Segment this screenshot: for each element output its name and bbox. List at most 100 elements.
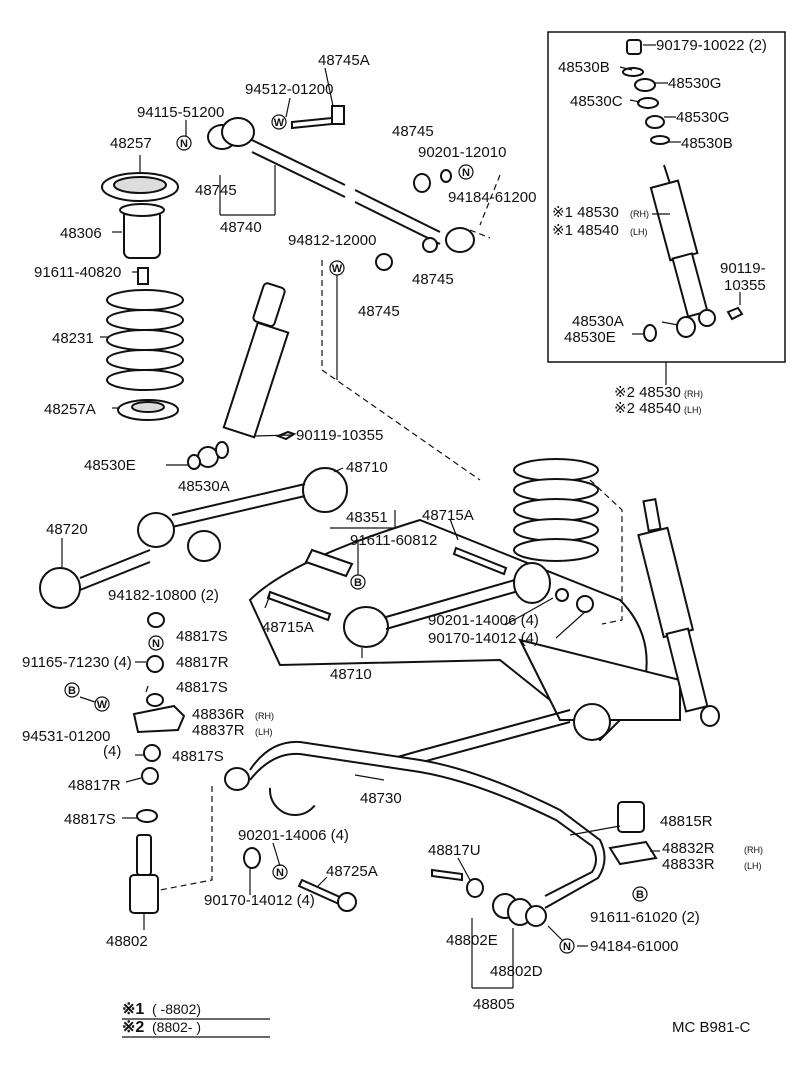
label-48817s-1: 48817S xyxy=(176,628,228,645)
label-48836r: 48836R xyxy=(192,706,245,723)
label-48802e: 48802E xyxy=(446,932,498,949)
label-90201-12010: 90201-12010 xyxy=(418,144,506,161)
w-mark-1: W xyxy=(274,117,285,129)
label-48530g-upper: 48530G xyxy=(668,75,721,92)
w-mark-2: W xyxy=(332,263,343,275)
n-mark-5: N xyxy=(563,941,571,953)
spring-stack xyxy=(101,172,184,421)
suffix-rh: (RH) xyxy=(630,209,649,219)
lower-control-arm-upper xyxy=(137,467,348,562)
label-48745-left: 48745 xyxy=(195,182,237,199)
main-labels: 48745A 94512-01200 94115-51200 48257 487… xyxy=(22,52,763,1013)
main-leaders xyxy=(61,67,660,989)
stabilizer-bar xyxy=(249,740,606,909)
label-48745a: 48745A xyxy=(318,52,370,69)
label-90170-14012-low: 90170-14012 (4) xyxy=(204,892,315,909)
label-48715a-left: 48715A xyxy=(262,619,314,636)
label-48530g-lower: 48530G xyxy=(676,109,729,126)
label-94184-61000: 94184-61000 xyxy=(590,938,678,955)
label-48231: 48231 xyxy=(52,330,94,347)
dashed-guide-lines xyxy=(159,174,623,891)
label-90170-14012-mid: 90170-14012 (4) xyxy=(428,630,539,647)
suffix-rh-2: (RH) xyxy=(684,389,703,399)
label-94812-12000: 94812-12000 xyxy=(288,232,376,249)
label-94182-10800: 94182-10800 (2) xyxy=(108,587,219,604)
b-mark-2: B xyxy=(68,685,76,697)
label-48805: 48805 xyxy=(473,996,515,1013)
label-90179-10022: 90179-10022 (2) xyxy=(656,37,767,54)
label-94115-51200: 94115-51200 xyxy=(137,104,224,121)
w-mark-3: W xyxy=(97,699,108,711)
label-48257: 48257 xyxy=(110,135,152,152)
label-48530e-inset: 48530E xyxy=(564,329,616,346)
stabilizer-link xyxy=(129,612,186,914)
label-48530e: 48530E xyxy=(84,457,136,474)
coil-spring-left xyxy=(106,289,184,391)
label-48802d: 48802D xyxy=(490,963,543,980)
n-mark-3: N xyxy=(152,638,160,650)
shock-absorber-right xyxy=(637,498,720,727)
note-1-mark: ※1 xyxy=(122,1001,144,1018)
label-91611-61020: 91611-61020 (2) xyxy=(590,909,700,926)
inset-labels: 90179-10022 (2) 48530B 48530G 48530C 485… xyxy=(552,37,767,346)
footnotes: ※1 ( -8802) ※2 (8802- ) xyxy=(122,1001,270,1038)
label-48745-mid: 48745 xyxy=(412,271,454,288)
label-48530c: 48530C xyxy=(570,93,623,110)
label-48530-rh-inset: ※1 48530 xyxy=(552,204,619,221)
label-48817s-4: 48817S xyxy=(64,811,116,828)
label-48802: 48802 xyxy=(106,933,148,950)
label-90201-14006-mid: 90201-14006 (4) xyxy=(428,612,539,629)
lower-control-arm-lower xyxy=(266,546,551,648)
label-10355-inset: 10355 xyxy=(724,277,766,294)
label-48745-low: 48745 xyxy=(358,303,400,320)
label-48817s-3: 48817S xyxy=(172,748,224,765)
label-48530b-lower: 48530B xyxy=(681,135,733,152)
b-mark-1: B xyxy=(354,577,362,589)
label-48832r: 48832R xyxy=(662,840,715,857)
upper-control-arm xyxy=(207,105,491,253)
label-48817r-2: 48817R xyxy=(68,777,121,794)
label-91165-71230: 91165-71230 (4) xyxy=(22,654,132,671)
label-48815r: 48815R xyxy=(660,813,713,830)
note-2-mark: ※2 xyxy=(122,1019,144,1036)
label-48745-top: 48745 xyxy=(392,123,434,140)
label-48833r: 48833R xyxy=(662,856,715,873)
stabilizer-bracket xyxy=(608,801,658,866)
label-48530-rh-2: ※2 48530 xyxy=(614,384,681,401)
suffix-48833r: (LH) xyxy=(744,861,762,871)
inset-shock-absorber xyxy=(622,39,744,342)
label-48351: 48351 xyxy=(346,509,388,526)
shock-absorber-left xyxy=(197,282,297,468)
suffix-48836r: (RH) xyxy=(255,711,274,721)
label-90119-inset: 90119- xyxy=(720,260,766,277)
b-mark-3: B xyxy=(636,889,644,901)
label-48530b-upper: 48530B xyxy=(558,59,610,76)
label-94184-61200: 94184-61200 xyxy=(448,189,536,206)
label-48306: 48306 xyxy=(60,225,102,242)
label-91611-60812: 91611-60812 xyxy=(350,532,437,549)
label-48710-upper: 48710 xyxy=(346,459,388,476)
note-2-text: (8802- ) xyxy=(152,1019,201,1035)
note-1-text: ( -8802) xyxy=(152,1001,201,1017)
label-48540-lh-inset: ※1 48540 xyxy=(552,222,619,239)
label-90201-14006-low: 90201-14006 (4) xyxy=(238,827,349,844)
inset-leaders xyxy=(619,44,741,385)
label-48837r: 48837R xyxy=(192,722,245,739)
bump-stop-48351 xyxy=(304,548,354,578)
label-48715a-right: 48715A xyxy=(422,507,474,524)
lateral-control-rod-48720 xyxy=(39,549,151,609)
label-91611-40820: 91611-40820 xyxy=(34,264,121,281)
bushing-stack-48805 xyxy=(431,868,547,927)
label-48817u: 48817U xyxy=(428,842,481,859)
label-48257a: 48257A xyxy=(44,401,96,418)
label-90119-10355: 90119-10355 xyxy=(296,427,383,444)
label-48817r-1: 48817R xyxy=(176,654,229,671)
label-48540-lh-2: ※2 48540 xyxy=(614,400,681,417)
n-mark-1: N xyxy=(180,138,188,150)
bolt-48725a xyxy=(243,847,357,912)
diagram-code: MC B981-C xyxy=(672,1019,751,1036)
coil-spring-right xyxy=(513,458,599,562)
label-48740: 48740 xyxy=(220,219,262,236)
label-48817s-2: 48817S xyxy=(176,679,228,696)
